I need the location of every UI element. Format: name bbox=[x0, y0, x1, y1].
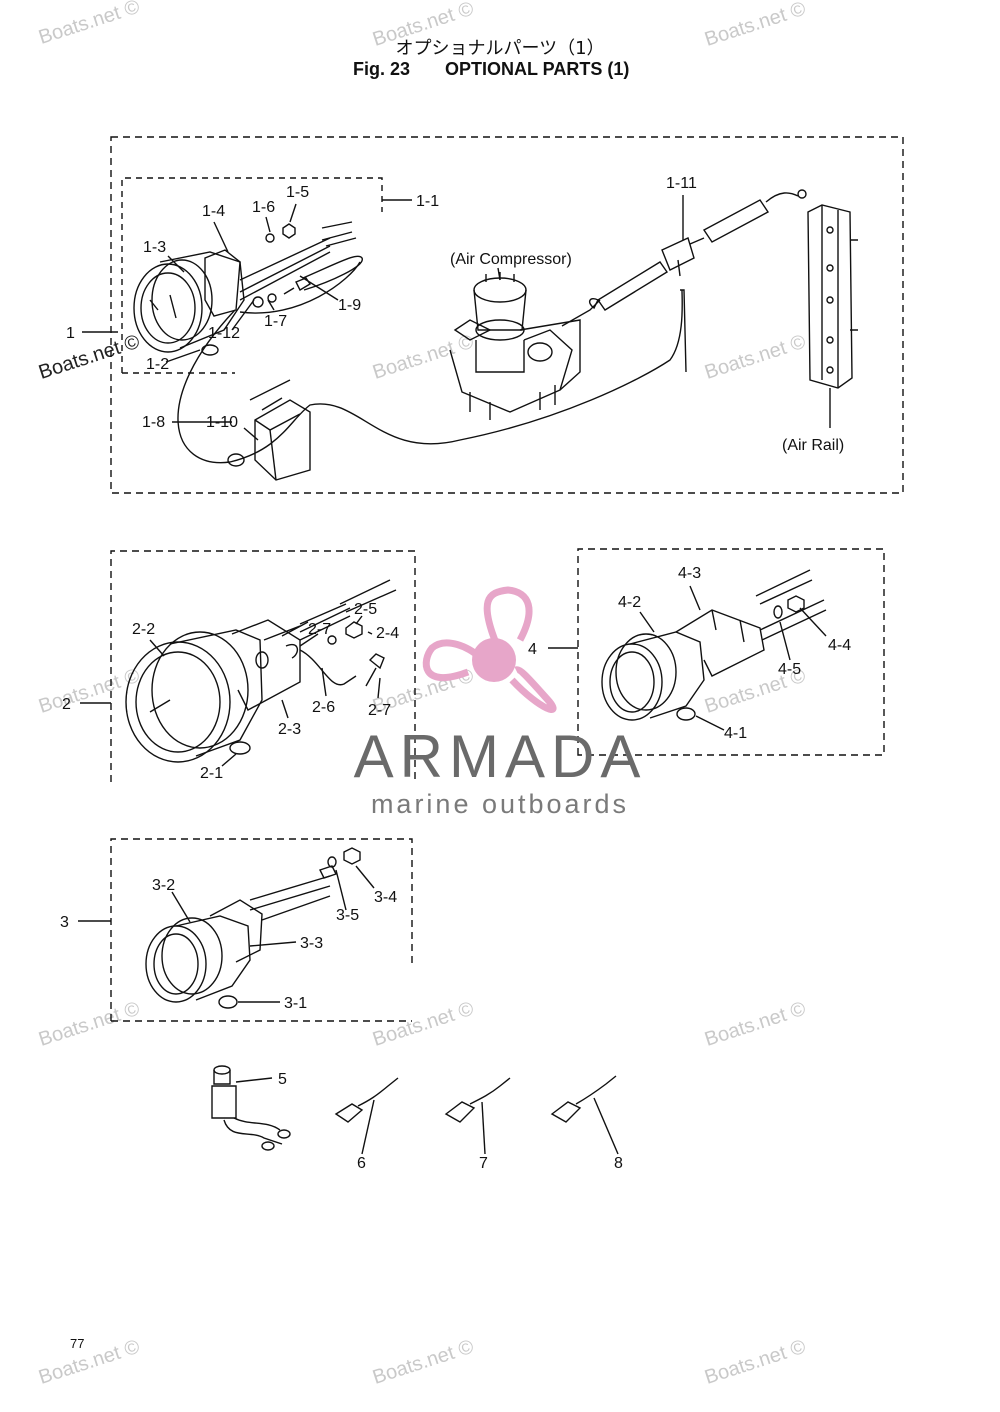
callout: 1-8 bbox=[142, 414, 165, 431]
group-3-frame bbox=[110, 838, 413, 1021]
callout: 2 bbox=[62, 696, 71, 713]
callout: 4-2 bbox=[618, 594, 641, 611]
air-compressor-drawing bbox=[449, 272, 601, 420]
callout: 7 bbox=[479, 1155, 488, 1172]
callout: 3 bbox=[60, 914, 69, 931]
switch-5-drawing bbox=[211, 1065, 291, 1151]
callout: 2-2 bbox=[132, 621, 155, 638]
group-1-1-frame bbox=[121, 177, 383, 373]
title-japanese: オプショナルパーツ（1） bbox=[395, 38, 605, 59]
page-number: 77 bbox=[70, 1336, 85, 1351]
harness-8-drawing bbox=[550, 1075, 617, 1123]
figure-number: Fig. 23 bbox=[353, 59, 411, 79]
harness-7-drawing bbox=[444, 1077, 511, 1123]
callout: 8 bbox=[614, 1155, 623, 1172]
air-compressor-label: (Air Compressor) bbox=[450, 251, 572, 268]
sender-1-10 bbox=[227, 379, 311, 481]
callout: 4-3 bbox=[678, 565, 701, 582]
callout: 1-3 bbox=[143, 239, 166, 256]
gauge-4-drawing bbox=[601, 569, 827, 721]
callout: 6 bbox=[357, 1155, 366, 1172]
group-1-outer-frame bbox=[110, 136, 904, 494]
callout: 2-7 bbox=[368, 702, 391, 719]
callout: 3-3 bbox=[300, 935, 323, 952]
air-rail-drawing bbox=[807, 204, 858, 389]
hose-and-joint-1-11 bbox=[588, 189, 807, 373]
callout: 1-4 bbox=[202, 203, 225, 220]
callout: 3-2 bbox=[152, 877, 175, 894]
callout: 1-11 bbox=[666, 175, 697, 192]
gauge-1-drawing bbox=[133, 221, 363, 356]
callout: 2-3 bbox=[278, 721, 301, 738]
group-2-frame bbox=[110, 550, 416, 782]
group-4-frame bbox=[577, 548, 885, 756]
callout: 4-1 bbox=[724, 725, 747, 742]
propeller-logo bbox=[422, 586, 557, 713]
callout: 1-2 bbox=[146, 356, 169, 373]
callout: 4 bbox=[528, 641, 537, 658]
callout: 4-5 bbox=[778, 661, 801, 678]
callout: 2-4 bbox=[376, 625, 399, 642]
callout: 3-1 bbox=[284, 995, 307, 1012]
harness-6-drawing bbox=[334, 1077, 399, 1123]
callout: 2-5 bbox=[354, 601, 377, 618]
callout: 2-1 bbox=[200, 765, 223, 782]
callout: 3-4 bbox=[374, 889, 397, 906]
gauge-2-drawing bbox=[125, 579, 397, 763]
gauge-3-drawing bbox=[145, 847, 361, 1009]
callout: 2-6 bbox=[312, 699, 335, 716]
cable-1-8 bbox=[177, 289, 683, 464]
callout: 1-9 bbox=[338, 297, 361, 314]
air-rail-label: (Air Rail) bbox=[782, 437, 844, 454]
callout: 3-5 bbox=[336, 907, 359, 924]
armada-brand: ARMADA marine outboards bbox=[340, 725, 660, 820]
callout: 5 bbox=[278, 1071, 287, 1088]
callout: 1-5 bbox=[286, 184, 309, 201]
callout: 1-12 bbox=[208, 325, 240, 342]
callout: 4-4 bbox=[828, 637, 851, 654]
callout: 1-6 bbox=[252, 199, 275, 216]
callout: 1-7 bbox=[264, 313, 287, 330]
callout: 1-10 bbox=[206, 414, 238, 431]
brand-tagline: marine outboards bbox=[370, 789, 630, 819]
callout: 1 bbox=[66, 325, 75, 342]
callout: 1-1 bbox=[416, 193, 439, 210]
callout: 2-7 bbox=[308, 621, 331, 638]
title-english: OPTIONAL PARTS (1) bbox=[445, 59, 630, 79]
brand-name: ARMADA bbox=[353, 723, 647, 790]
